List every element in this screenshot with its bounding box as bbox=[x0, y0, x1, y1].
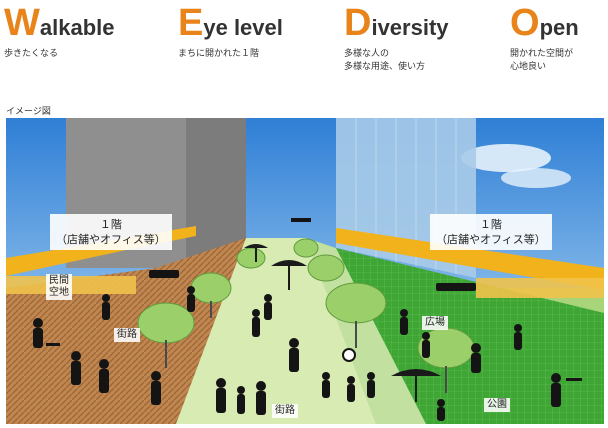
keyword-initial: W bbox=[4, 2, 40, 44]
keyword-eye-level: Eye level まちに開かれた１階 bbox=[178, 4, 283, 61]
keyword-subtitle-line: 心地良い bbox=[510, 62, 547, 72]
people bbox=[33, 218, 582, 421]
keyword-rest: pen bbox=[539, 15, 579, 40]
label-floor-left: １階 （店舗やオフィス等） bbox=[50, 214, 172, 250]
header-keywords: Walkable 歩きたくなる Eye level まちに開かれた１階 Dive… bbox=[0, 0, 608, 98]
umbrellas bbox=[244, 244, 441, 402]
label-street-center: 街路 bbox=[272, 404, 298, 418]
label-floor-right-line2: （店舗やオフィス等） bbox=[436, 233, 546, 246]
facade-right bbox=[476, 278, 604, 298]
label-street-left: 街路 bbox=[114, 328, 140, 342]
tree-trunks bbox=[165, 301, 447, 393]
keyword-subtitle-line: 多様な人の bbox=[344, 49, 390, 59]
keyword-initial: D bbox=[344, 2, 372, 44]
label-plaza: 広場 bbox=[422, 316, 448, 330]
cloud bbox=[461, 144, 551, 172]
keyword-rest: alkable bbox=[39, 15, 115, 40]
label-private-open-line2: 空地 bbox=[49, 287, 69, 298]
location-pin bbox=[342, 348, 356, 362]
keyword-initial: E bbox=[178, 2, 204, 44]
keyword-subtitle: 開かれた空間が心地良い bbox=[510, 48, 579, 74]
plaza-light bbox=[306, 238, 426, 424]
image-caption: イメージ図 bbox=[6, 107, 51, 117]
keyword-subtitle-line: 多様な用途、使い方 bbox=[344, 62, 426, 72]
street-scene-svg bbox=[6, 118, 604, 424]
keyword-diversity: Diversity 多様な人の多様な用途、使い方 bbox=[344, 4, 449, 74]
street-illustration: １階 （店舗やオフィス等） １階 （店舗やオフィス等） 民間 空地 街路 街路 … bbox=[6, 118, 604, 424]
trees bbox=[137, 238, 475, 369]
keyword-subtitle-line: 開かれた空間が bbox=[510, 49, 574, 59]
keyword-initial: O bbox=[510, 2, 540, 44]
label-private-open-space: 民間 空地 bbox=[46, 274, 72, 300]
keyword-rest: ye level bbox=[203, 15, 283, 40]
keyword-rest: iversity bbox=[371, 15, 449, 40]
label-floor-right: １階 （店舗やオフィス等） bbox=[430, 214, 552, 250]
label-floor-right-line1: １階 bbox=[479, 218, 502, 231]
label-floor-left-line1: １階 bbox=[99, 218, 122, 231]
canopy-right bbox=[336, 228, 604, 290]
label-floor-left-line2: （店舗やオフィス等） bbox=[56, 233, 166, 246]
cloud bbox=[501, 168, 571, 188]
label-park: 公園 bbox=[484, 398, 510, 412]
keyword-walkable: Walkable 歩きたくなる bbox=[4, 4, 114, 61]
keyword-subtitle: まちに開かれた１階 bbox=[178, 49, 260, 59]
keyword-subtitle: 多様な人の多様な用途、使い方 bbox=[344, 48, 449, 74]
keyword-open: Open 開かれた空間が心地良い bbox=[510, 4, 579, 74]
label-private-open-line1: 民間 bbox=[49, 275, 69, 286]
keyword-subtitle: 歩きたくなる bbox=[4, 49, 59, 59]
